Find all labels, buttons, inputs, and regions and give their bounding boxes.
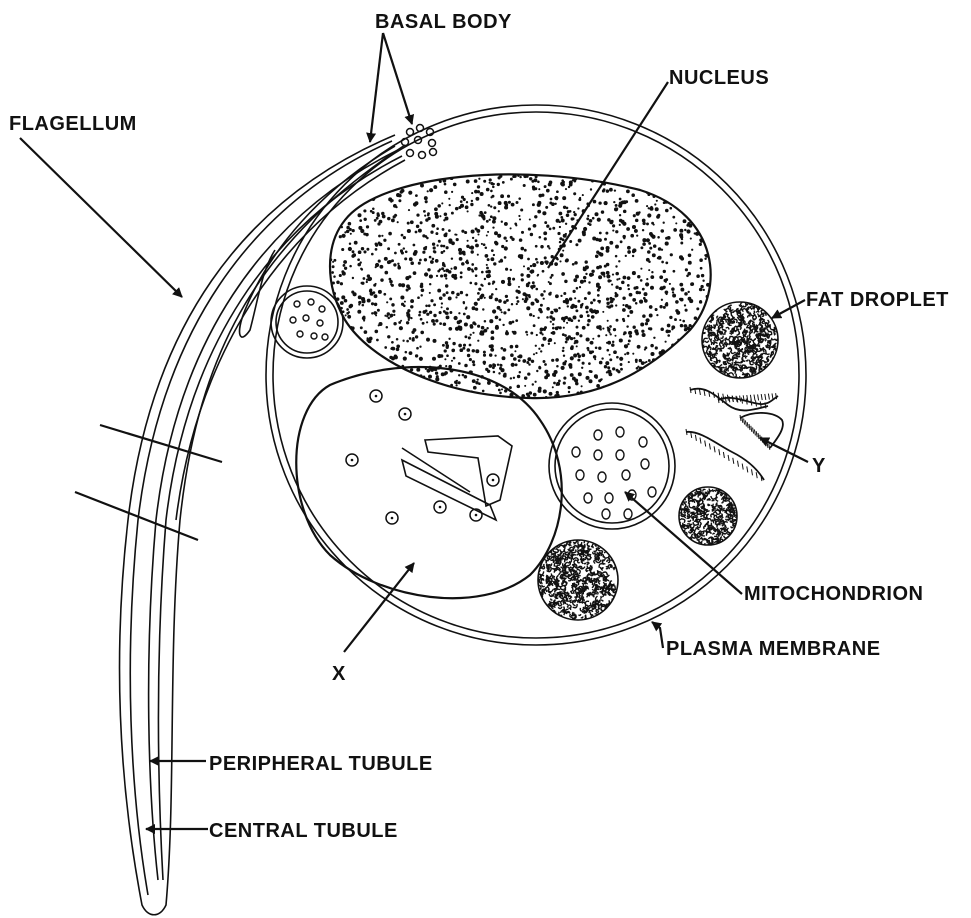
vacuole-x (296, 367, 562, 598)
basal-body (402, 125, 437, 159)
fat-droplet-2 (675, 487, 739, 547)
label-y: Y (812, 455, 826, 477)
fat-droplet-1 (701, 300, 780, 380)
small-vesicle (271, 286, 343, 358)
mitochondrion (549, 403, 675, 529)
label-peripheral-tubule: PERIPHERAL TUBULE (209, 753, 433, 775)
filaments-y (686, 389, 783, 480)
label-basal-body: BASAL BODY (375, 11, 512, 33)
section-cut-lines (75, 425, 222, 540)
label-flagellum: FLAGELLUM (9, 113, 137, 135)
flagellum (120, 135, 405, 915)
label-nucleus: NUCLEUS (669, 67, 769, 89)
label-plasma-membrane: PLASMA MEMBRANE (666, 638, 881, 660)
label-mitochondrion: MITOCHONDRION (744, 583, 923, 605)
label-central-tubule: CENTRAL TUBULE (209, 820, 398, 842)
label-x: X (332, 663, 346, 685)
label-fat-droplet: FAT DROPLET (806, 289, 949, 311)
